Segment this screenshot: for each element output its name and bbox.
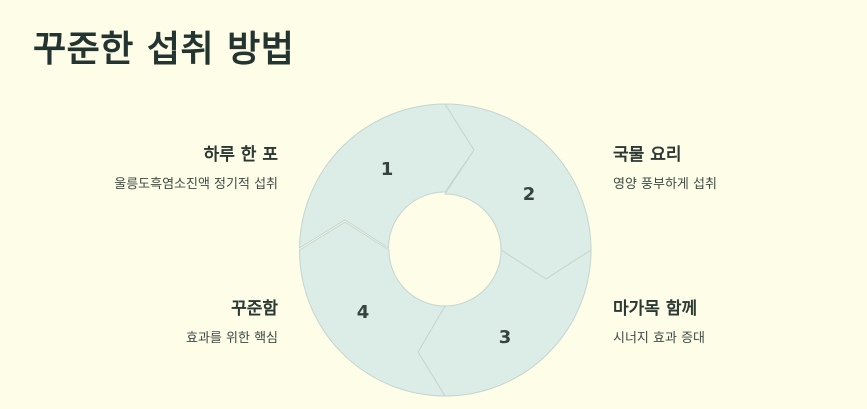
step-2-description: 영양 풍부하게 섭취 — [613, 177, 717, 192]
cycle-segment-2-shape — [444, 103, 592, 280]
step-2-text: 국물 요리 영양 풍부하게 섭취 — [613, 144, 867, 194]
page-title: 꾸준한 섭취 방법 — [33, 29, 295, 70]
step-4-description: 효과를 위한 핵심 — [186, 331, 278, 346]
step-4-text: 꾸준함 효과를 위한 핵심 — [18, 298, 278, 348]
cycle-segment-4: 4 — [298, 221, 446, 397]
step-3-text: 마가목 함께 시너지 효과 증대 — [613, 298, 867, 348]
step-4-heading: 꾸준함 — [231, 299, 278, 319]
cycle-segment-1: 1 — [298, 103, 475, 249]
step-1-heading: 하루 한 포 — [203, 145, 278, 165]
cycle-number-4: 4 — [357, 302, 370, 323]
cycle-segment-4-shape — [298, 221, 446, 397]
step-1-text: 하루 한 포 울릉도흑염소진액 정기적 섭취 — [18, 144, 278, 194]
cycle-segment-3-shape — [417, 249, 592, 397]
cycle-segment-2: 2 — [444, 103, 592, 280]
step-1-description: 울릉도흑염소진액 정기적 섭취 — [114, 177, 278, 192]
cycle-number-2: 2 — [523, 184, 536, 205]
cycle-number-3: 3 — [499, 327, 512, 348]
step-2-heading: 국물 요리 — [613, 145, 682, 165]
cycle-segment-3: 3 — [417, 249, 592, 397]
cycle-segment-1-shape — [298, 103, 475, 249]
step-3-heading: 마가목 함께 — [613, 299, 698, 319]
step-3-description: 시너지 효과 증대 — [613, 331, 705, 346]
cycle-number-1: 1 — [381, 159, 394, 180]
